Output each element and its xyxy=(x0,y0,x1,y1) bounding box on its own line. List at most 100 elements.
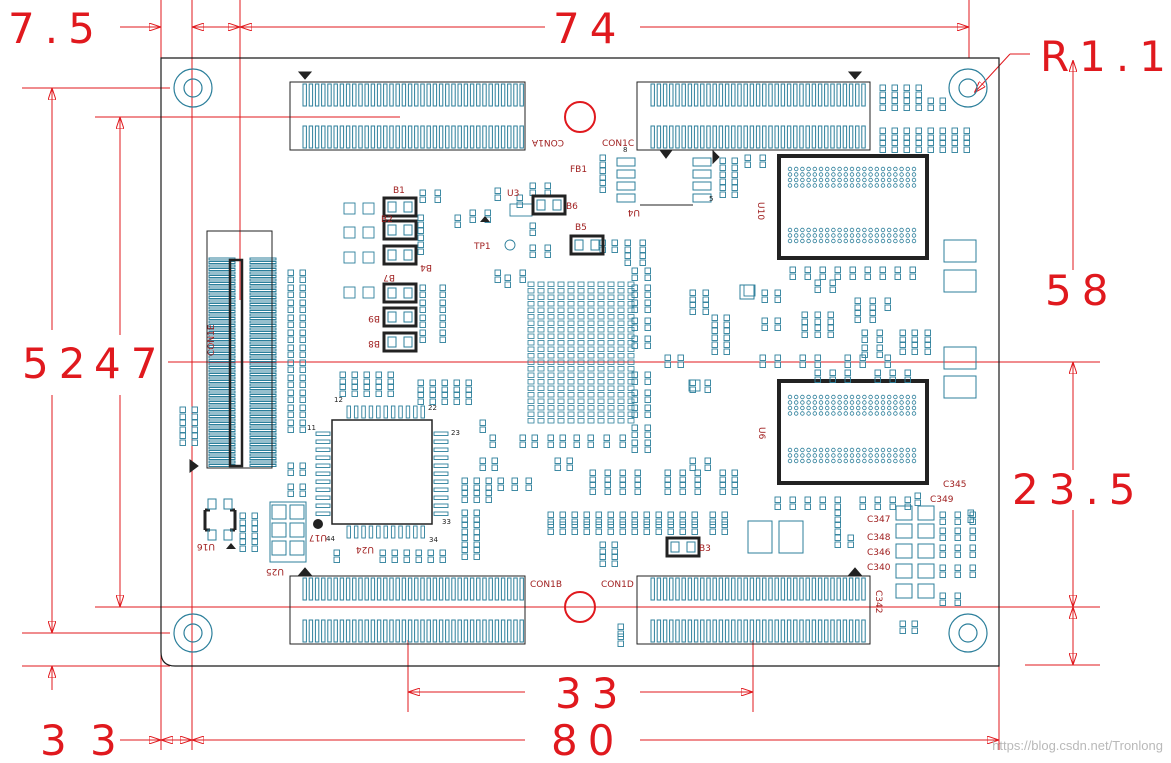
connector-pad xyxy=(249,439,277,443)
smd-pad xyxy=(419,196,426,203)
connector-pad xyxy=(762,125,767,149)
field-pad xyxy=(557,418,565,424)
smd-pad xyxy=(434,189,441,196)
bga-ball xyxy=(843,394,848,400)
bga-ball xyxy=(800,405,805,411)
connector-pad xyxy=(339,619,345,643)
connector-pad xyxy=(358,577,363,601)
smd-pad xyxy=(571,528,578,535)
connector-pad xyxy=(249,411,277,415)
smd-pad xyxy=(819,273,826,280)
field-pad xyxy=(617,288,625,294)
connector-pad xyxy=(208,446,236,450)
connector-pad xyxy=(314,125,320,149)
smd-pad xyxy=(519,441,526,448)
smd-pad xyxy=(417,391,424,398)
bga-ball xyxy=(787,238,793,244)
bga-ball xyxy=(887,458,892,464)
smd-pad xyxy=(731,191,738,198)
smd-pad xyxy=(861,344,868,351)
field-pad xyxy=(577,372,585,378)
qfp-pin xyxy=(368,405,374,419)
connector-pad xyxy=(249,282,277,285)
smd-pad xyxy=(904,496,911,503)
smd-pad xyxy=(889,503,896,510)
smd-pad xyxy=(604,476,611,483)
smd-pad xyxy=(417,221,424,228)
connector-pad xyxy=(700,83,705,107)
bead-body xyxy=(382,244,418,266)
smd-pad xyxy=(485,484,492,491)
qfp-pin xyxy=(353,525,359,539)
smd-pad xyxy=(429,391,436,398)
smd-pad xyxy=(801,311,808,318)
field-pad xyxy=(587,333,595,339)
connector-pad xyxy=(507,577,512,601)
smd-pad xyxy=(485,496,492,503)
smd-pad xyxy=(287,411,294,418)
smd-pad xyxy=(689,289,696,296)
field-pad xyxy=(577,385,585,391)
bga-ball xyxy=(911,447,917,453)
bead xyxy=(382,219,418,241)
field-pad xyxy=(567,353,575,359)
connector-pad xyxy=(500,83,506,107)
bead-body xyxy=(382,196,418,218)
connector-pad xyxy=(249,418,277,422)
smd-pad xyxy=(854,304,861,311)
bead-pad xyxy=(686,541,696,553)
smd-pad xyxy=(624,246,631,253)
smd-pad xyxy=(417,214,424,221)
bga-ball xyxy=(862,453,867,458)
bga-ball xyxy=(880,183,886,188)
connector-pad xyxy=(308,619,314,643)
bga-ball xyxy=(905,394,910,400)
bead xyxy=(382,196,418,218)
qfp-pins xyxy=(315,405,449,539)
smd-pad xyxy=(547,528,554,535)
connector-pad xyxy=(414,83,419,107)
smd-pad xyxy=(603,441,610,448)
connector-pad xyxy=(438,125,444,149)
bga-ball xyxy=(868,233,873,238)
smd-pad xyxy=(804,273,811,280)
field-pad xyxy=(577,353,585,359)
dim-52: 52 xyxy=(22,339,95,388)
connector-pad xyxy=(494,619,500,643)
connector-pad xyxy=(333,83,338,107)
bga-ball xyxy=(794,447,799,453)
bga-ball xyxy=(862,183,867,188)
field-pad xyxy=(577,307,585,313)
smd-pad xyxy=(251,519,258,526)
bga-ball xyxy=(794,453,799,458)
field-pad xyxy=(537,418,545,424)
smd-pad xyxy=(869,297,876,304)
bga-ball xyxy=(806,238,811,244)
smd-pad xyxy=(869,309,876,316)
connector-pad xyxy=(249,299,277,303)
connector-pad xyxy=(249,397,277,401)
connector-pad xyxy=(249,341,277,345)
smd-pad xyxy=(441,398,448,405)
mounting-hole-tr xyxy=(948,68,988,108)
smd-pad xyxy=(702,308,709,315)
field-pad xyxy=(577,281,585,287)
bead-pad xyxy=(403,201,413,213)
bga-ball xyxy=(794,411,799,416)
connector-pad xyxy=(364,577,369,601)
connector-pad xyxy=(376,577,382,601)
smd-pad xyxy=(939,104,946,111)
bga-ball xyxy=(794,233,799,238)
smd-pad xyxy=(702,289,709,296)
connector-pad xyxy=(469,125,475,149)
smd-pad xyxy=(441,379,448,386)
field-pad xyxy=(547,314,555,320)
bga-ball xyxy=(862,447,867,453)
bga-ball xyxy=(787,411,793,416)
bga-ball xyxy=(899,453,904,458)
smd-pad xyxy=(911,348,918,355)
bga-ball xyxy=(887,233,892,238)
connector-pad xyxy=(249,422,277,425)
smd-pad xyxy=(559,528,566,535)
connector-pad xyxy=(494,83,500,107)
